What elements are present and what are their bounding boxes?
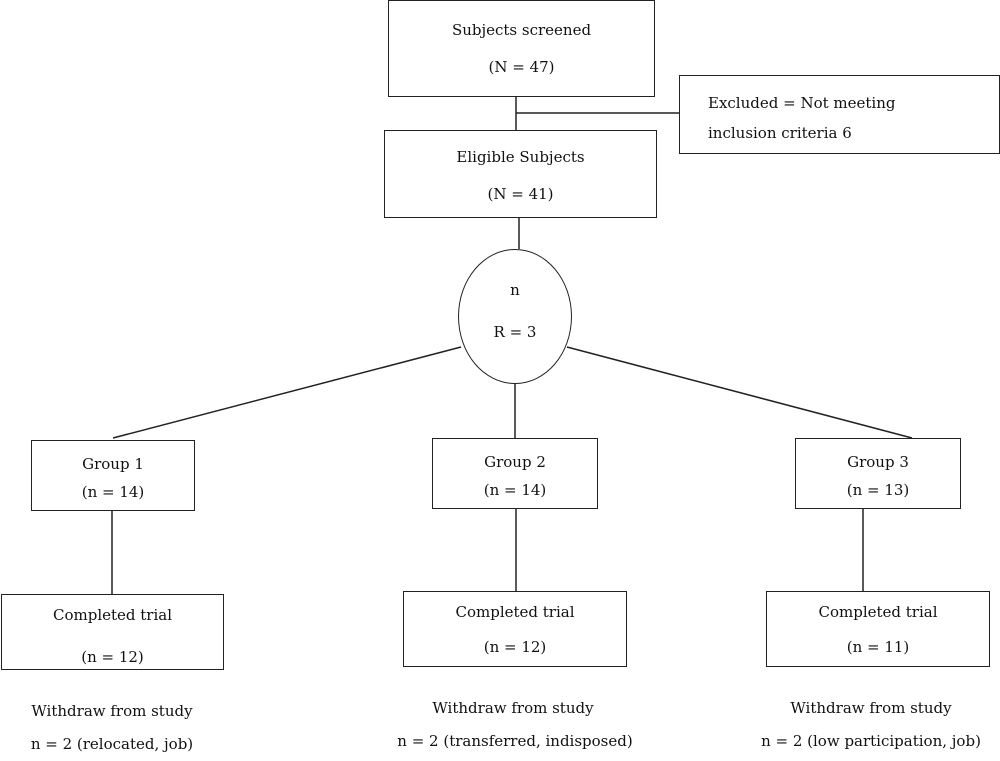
- completed2-title: Completed trial: [455, 603, 575, 621]
- excluded-line2: inclusion criteria 6: [708, 124, 852, 142]
- line-randomization-to-group1: [112, 346, 462, 439]
- withdraw1-title: Withdraw from study: [31, 702, 193, 720]
- group1-title: Group 1: [82, 455, 144, 473]
- eligible-box: Eligible Subjects (N = 41): [384, 130, 657, 218]
- group3-title: Group 3: [847, 453, 909, 471]
- excluded-line1: Excluded = Not meeting: [708, 94, 896, 112]
- completed3-box: Completed trial (n = 11): [766, 591, 990, 667]
- group1-box: Group 1 (n = 14): [31, 440, 195, 511]
- group1-count: (n = 14): [81, 483, 145, 501]
- screened-box: Subjects screened (N = 47): [388, 0, 655, 97]
- completed2-box: Completed trial (n = 12): [403, 591, 627, 667]
- group2-box: Group 2 (n = 14): [432, 438, 598, 509]
- completed1-count: (n = 12): [81, 648, 144, 666]
- completed1-box: Completed trial (n = 12): [1, 594, 224, 670]
- group3-box: Group 3 (n = 13): [795, 438, 961, 509]
- completed1-title: Completed trial: [52, 606, 173, 624]
- group2-count: (n = 14): [483, 481, 547, 499]
- line-randomization-to-group3: [566, 346, 913, 439]
- withdraw2-detail: n = 2 (transferred, indisposed): [397, 732, 633, 750]
- randomization-line2: R = 3: [493, 323, 537, 341]
- completed3-title: Completed trial: [818, 603, 938, 621]
- excluded-box: Excluded = Not meeting inclusion criteri…: [679, 75, 1000, 154]
- withdraw3-detail: n = 2 (low participation, job): [761, 732, 981, 750]
- withdraw3-title: Withdraw from study: [790, 699, 952, 717]
- completed3-count: (n = 11): [846, 638, 910, 656]
- withdraw1-detail: n = 2 (relocated, job): [30, 735, 194, 753]
- screened-count: (N = 47): [488, 58, 555, 76]
- completed2-count: (n = 12): [483, 638, 547, 656]
- group3-count: (n = 13): [846, 481, 910, 499]
- screened-title: Subjects screened: [451, 21, 592, 39]
- withdraw2-title: Withdraw from study: [432, 699, 594, 717]
- randomization-circle: n R = 3: [458, 249, 572, 384]
- eligible-count: (N = 41): [487, 185, 554, 203]
- group2-title: Group 2: [484, 453, 546, 471]
- eligible-title: Eligible Subjects: [456, 148, 585, 166]
- randomization-line1: n: [510, 281, 520, 299]
